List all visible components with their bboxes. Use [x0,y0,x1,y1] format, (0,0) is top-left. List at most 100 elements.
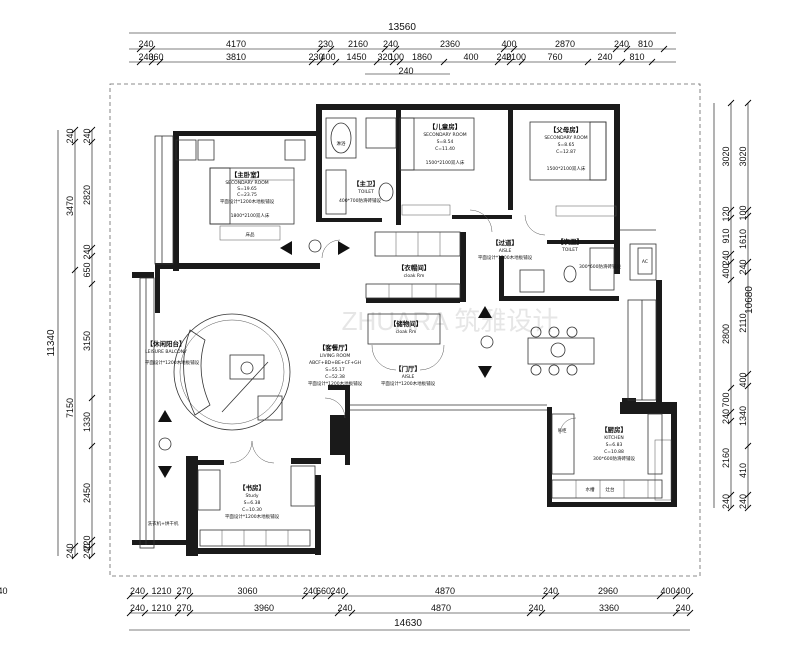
dim-tick [71,126,79,134]
dim-tick [727,99,735,107]
study-title: 【书房】 [239,483,265,492]
dim-tick [584,58,592,66]
dim-tick [126,592,134,600]
structure-lines [139,135,672,549]
dim-tick [88,252,96,260]
dim-tick [727,384,735,392]
dim-tick [744,99,752,107]
dim-value: 2360 [440,39,460,49]
dim-value: 240 [82,543,92,558]
dim-value: 240 [138,52,153,62]
dim-value: 400 [721,263,731,278]
dim-tick [744,370,752,378]
aisle-en: AISLE [499,248,512,254]
dim-value: 240 [303,586,318,596]
arrow-right-icon [338,241,350,255]
dim-tick [727,408,735,416]
dim-value: 410 [738,463,748,478]
dim-value: 240 [597,52,612,62]
dim-tick [494,58,502,66]
dim-tick [618,58,626,66]
dim-value: 270 [176,603,191,613]
closet-block: 【衣帽间】 cloak Rm [365,231,461,299]
elder-room-perim: C=12.87 [556,149,576,155]
elder-room: 【父母房】 SECONDARY ROOM S=8.65 C=12.87 1500… [529,121,617,217]
entry-closet: 【储物间】 cloak Rm 【门厅】 AISLE 平面设计*1200木地板铺设 [367,313,441,387]
main-toilet: 【主卫】 TOILET 400*700防滑砖铺设 淋浴 [325,117,397,215]
living-en: LIVING ROOM [320,353,351,359]
arrow-up-icon [158,410,172,422]
dim-tick [141,592,149,600]
elder-room-note: 1500*2100双人床 [547,165,586,172]
shower-label: 淋浴 [337,140,346,147]
dim-value: 240 [528,603,543,613]
dim-tick [334,609,342,617]
dim-tick [148,45,156,53]
dim-tick [552,592,560,600]
dim-tick [174,609,182,617]
dim-tick [88,552,96,560]
dim-value: 700 [721,392,731,407]
dim-tick [744,442,752,450]
dim-tick [744,258,752,266]
dim-tick [88,244,96,252]
dim-tick [538,609,546,617]
dim-tick [373,58,381,66]
dim-tick [506,58,514,66]
dim-value: 240 [0,586,8,596]
second-bedroom: 【儿童房】 SECONDARY ROOM S=8.54 C=11.40 1500… [399,117,475,216]
dim-value: 230 [318,39,333,49]
master-bedroom-en: SECONDARY ROOM [225,180,268,186]
top-total-dim: 13560 [388,22,416,33]
circulation-arrows [158,239,494,478]
closet-title: 【衣帽间】 [398,263,431,272]
dim-tick [186,609,194,617]
dim-value: 4870 [435,586,455,596]
dim-tick [660,45,668,53]
dim-value: 2800 [721,324,731,344]
dim-value: 1210 [151,586,171,596]
dim-value: 240 [130,586,145,596]
dim-value: 240 [82,244,92,259]
living-note: 平面设计*1200木地板铺设 [308,380,363,387]
second-bedroom-area: S=8.54 [437,139,454,145]
dim-tick [392,45,400,53]
kitchen-area: S=6.83 [606,442,623,448]
second-bedroom-perim: C=11.40 [435,146,455,152]
dim-value: 240 [138,39,153,49]
top-row3-dim: 240 [398,66,413,76]
second-bedroom-title: 【儿童房】 [429,122,462,131]
guest-toilet-note: 300*600防滑砖铺设 [579,263,621,270]
dim-value: 240 [337,603,352,613]
dim-tick [88,394,96,402]
dim-tick [156,58,164,66]
kitchen: 【厨房】 KITCHEN S=6.83 C=10.88 300*600防滑砖铺设… [551,413,663,499]
dim-tick [672,592,680,600]
dim-tick [186,592,194,600]
kitchen-en: KITCHEN [604,435,624,441]
elder-room-en: SECONDARY ROOM [544,135,587,141]
right-total-dim: 10680 [744,286,755,314]
guest-toilet: 【次卫】 TOILET 300*600防滑砖铺设 AC [519,237,653,293]
dim-tick [727,417,735,425]
dim-value: 320 [377,52,392,62]
dim-value: 240 [721,494,731,509]
guest-toilet-en: TOILET [561,247,578,253]
dim-value: 240 [721,250,731,265]
dim-value: 240 [65,128,75,143]
second-bedroom-note: 1500*2100双人床 [426,159,465,166]
dim-tick [88,280,96,288]
dim-tick [312,592,320,600]
dim-value: 760 [547,52,562,62]
dim-tick [541,592,549,600]
dim-value: 810 [638,39,653,49]
dim-tick [744,268,752,276]
dim-value: 240 [738,494,748,509]
dim-value: 230 [308,52,323,62]
dim-tick [727,214,735,222]
living-line: ABCF+BD+BE+CF+GH [309,360,361,366]
doors [229,209,577,464]
master-bedroom-perim: C=23.75 [237,192,257,198]
